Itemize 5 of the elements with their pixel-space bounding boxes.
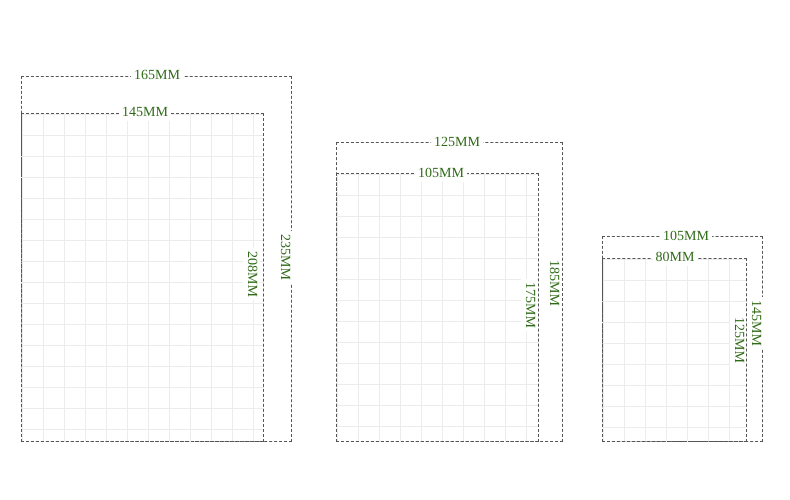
- dimension-label: 208MM: [243, 248, 259, 300]
- dimension-label: 145MM: [119, 105, 171, 121]
- dimension-label: 175MM: [521, 279, 537, 331]
- dimension-label: 105MM: [415, 166, 467, 182]
- dimension-label: 80MM: [652, 250, 698, 266]
